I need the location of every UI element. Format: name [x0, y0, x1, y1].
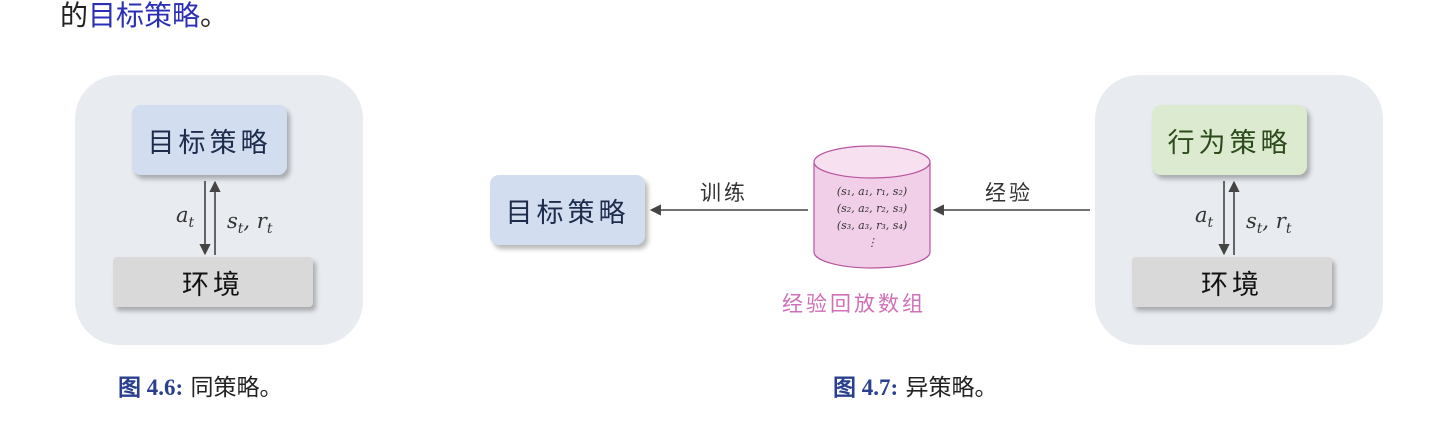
- on-policy-target-policy-box: 目标策略: [132, 105, 287, 175]
- caption-4-6-text: 同策略。: [190, 375, 283, 401]
- on-policy-arrows: [199, 180, 221, 256]
- caption-4-6-number: 图 4.6:: [118, 375, 184, 400]
- off-policy-state-reward-label: st, rt: [1246, 209, 1292, 238]
- behavior-policy-box: 行为策略: [1152, 105, 1307, 175]
- replay-buffer-label: 经验回放数组: [782, 292, 926, 316]
- off-policy-target-policy-box: 目标策略: [490, 175, 645, 245]
- on-policy-environment-box: 环境: [113, 257, 313, 307]
- buffer-entry: (s₃, a₃, r₃, s₄): [836, 219, 908, 232]
- caption-4-7: 图 4.7: 异策略。: [833, 368, 997, 402]
- caption-4-6: 图 4.6: 同策略。: [118, 368, 282, 402]
- target-policy-link[interactable]: 目标策略: [88, 0, 201, 32]
- off-policy-environment-box: 环境: [1132, 257, 1332, 307]
- buffer-ellipsis: ⋮: [866, 236, 878, 249]
- replay-buffer-cylinder-icon: [813, 145, 931, 269]
- buffer-entry: (s₂, a₂, r₂, s₃): [836, 202, 908, 215]
- train-label: 训练: [700, 181, 748, 205]
- off-policy-action-label: at: [1195, 203, 1214, 232]
- off-policy-env-arrows: [1218, 180, 1240, 256]
- top-text-line: 的目标策略。: [60, 0, 228, 34]
- replay-buffer-contents: (s₁, a₁, r₁, s₂) (s₂, a₂, r₂, s₃) (s₃, a…: [814, 183, 930, 251]
- caption-4-7-text: 异策略。: [905, 375, 998, 401]
- caption-4-7-number: 图 4.7:: [833, 375, 899, 400]
- buffer-entry: (s₁, a₁, r₁, s₂): [836, 185, 908, 198]
- off-policy-flow-arrows: [649, 204, 1090, 216]
- top-text-prefix: 的: [60, 0, 89, 32]
- top-text-suffix: 。: [200, 0, 229, 32]
- experience-label: 经验: [985, 181, 1033, 205]
- on-policy-action-label: at: [176, 203, 195, 232]
- on-policy-state-reward-label: st, rt: [227, 209, 273, 238]
